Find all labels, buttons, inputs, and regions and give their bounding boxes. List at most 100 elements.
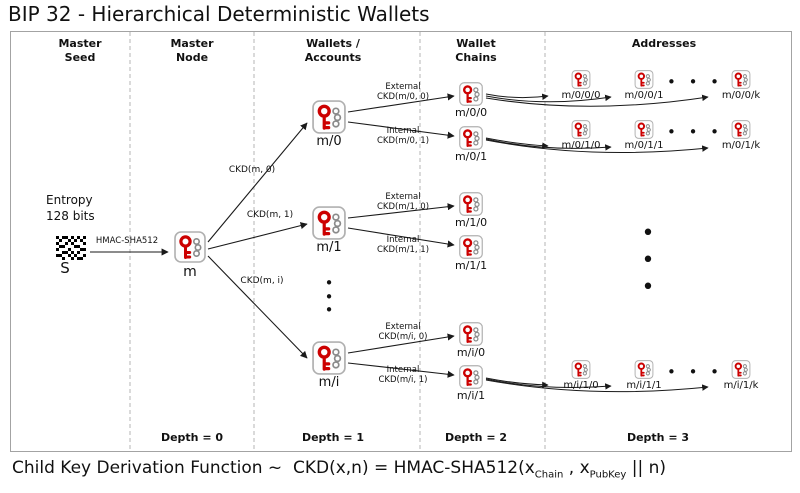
chain-edge-label-external-m0: External CKD(m/0, 0): [371, 82, 435, 102]
edge-ckd: CKD(m/1, 1): [376, 245, 430, 256]
address-node-m01k: m/0/1/k: [713, 120, 769, 152]
wallet-label: m/i: [318, 375, 340, 390]
key-icon: [458, 82, 484, 106]
address-label: m/i/1/0: [563, 380, 599, 391]
chain-label-text: m/0/1: [454, 150, 488, 163]
chain-label-text: m/0/0: [454, 106, 488, 119]
edge-type: External: [385, 322, 421, 332]
key-icon: [458, 126, 484, 150]
depth-label-3: Depth = 3: [626, 431, 690, 444]
wallet-label: m/0: [316, 134, 342, 149]
address-label: m/0/0/0: [561, 90, 601, 101]
edge-ckd: CKD(m/i, 0): [378, 332, 428, 343]
edge-type: Internal: [386, 126, 420, 136]
edge-ckd: CKD(m/i, 1): [378, 375, 428, 386]
address-label: m/0/1/0: [561, 140, 601, 151]
depth-label-0: Depth = 0: [160, 431, 224, 444]
chain-label-text: m/1/0: [454, 216, 488, 229]
key-icon: [571, 360, 591, 379]
master-node-label: m: [183, 264, 197, 280]
key-icon: [571, 120, 591, 139]
key-icon: [311, 206, 347, 240]
wallet-label: m/1: [316, 240, 342, 255]
edge-label-ckd-m-i: CKD(m, i): [240, 276, 284, 286]
edge-type: External: [385, 192, 421, 202]
edge-ckd: CKD(m/1, 0): [376, 202, 430, 213]
entropy-label: Entropy 128 bits: [46, 193, 95, 224]
address-node-m011: m/0/1/1: [616, 120, 672, 152]
depth-label-2: Depth = 2: [444, 431, 508, 444]
addresses-ellipsis-row1: • • •: [666, 73, 724, 91]
edge-type: Internal: [386, 235, 420, 245]
column-header-wallets: Wallets / Accounts: [304, 37, 362, 65]
addresses-ellipsis-row3: • • •: [666, 363, 724, 381]
address-node-m00k: m/0/0/k: [713, 70, 769, 102]
chain-edge-label-internal-m0: Internal CKD(m/0, 1): [371, 126, 435, 146]
edge-ckd: CKD(m/0, 1): [376, 136, 430, 147]
address-node-m001: m/0/0/1: [616, 70, 672, 102]
chain-label-text: m/i/0: [456, 346, 486, 359]
column-header-master-node: Master Node: [170, 37, 214, 65]
wallets-ellipsis-vertical: • • •: [324, 274, 334, 319]
address-node-m000: m/0/0/0: [553, 70, 609, 102]
key-icon: [634, 360, 654, 379]
addresses-ellipsis-row2: • • •: [666, 123, 724, 141]
formula-mid: , x: [563, 458, 590, 478]
address-label: m/0/0/1: [624, 90, 664, 101]
column-header-addresses: Addresses: [631, 37, 697, 50]
address-label: m/i/1/k: [723, 380, 759, 391]
key-icon: [731, 70, 751, 89]
address-node-m010: m/0/1/0: [553, 120, 609, 152]
master-node: m: [170, 231, 210, 280]
key-icon: [458, 192, 484, 216]
seed-symbol-label: S: [60, 259, 70, 277]
wallet-node-m1: m/1: [299, 206, 359, 256]
wallet-node-m0: m/0: [299, 100, 359, 150]
address-label: m/0/0/k: [721, 90, 761, 101]
column-header-master-seed: Master Seed: [58, 37, 102, 65]
chain-label-text: m/1/1: [454, 259, 488, 272]
hmac-sha512-label: HMAC-SHA512: [95, 236, 159, 246]
page-title: BIP 32 - Hierarchical Deterministic Wall…: [8, 2, 430, 26]
chain-node-m01: m/0/1: [443, 126, 499, 164]
edge-type: External: [385, 82, 421, 92]
address-node-mi10: m/i/1/0: [553, 360, 609, 392]
address-label: m/0/1/k: [721, 140, 761, 151]
wallet-node-mi: m/i: [299, 341, 359, 391]
key-icon: [731, 360, 751, 379]
key-icon: [458, 365, 484, 389]
chain-edge-label-external-mi: External CKD(m/i, 0): [371, 322, 435, 342]
address-label: m/0/1/1: [624, 140, 664, 151]
addresses-ellipsis-vertical: • • •: [641, 221, 655, 300]
address-node-mi11: m/i/1/1: [616, 360, 672, 392]
ckd-formula: Child Key Derivation Function ~ CKD(x,n)…: [12, 458, 666, 480]
column-header-wallet-chains: Wallet Chains: [455, 37, 497, 65]
chain-node-m00: m/0/0: [443, 82, 499, 120]
key-icon: [571, 70, 591, 89]
chain-label-text: m/i/1: [456, 389, 486, 402]
chain-node-mi1: m/i/1: [443, 365, 499, 403]
chain-node-m11: m/1/1: [443, 235, 499, 273]
depth-label-1: Depth = 1: [301, 431, 365, 444]
key-icon: [634, 70, 654, 89]
key-icon: [173, 231, 207, 263]
chain-node-mi0: m/i/0: [443, 322, 499, 360]
key-icon: [458, 235, 484, 259]
edge-label-ckd-m-1: CKD(m, 1): [246, 210, 294, 220]
edge-ckd: CKD(m/0, 0): [376, 92, 430, 103]
formula-prefix: Child Key Derivation Function ~ CKD(x,n)…: [12, 458, 535, 478]
key-icon: [731, 120, 751, 139]
formula-sub-chain: Chain: [534, 469, 564, 481]
chain-node-m10: m/1/0: [443, 192, 499, 230]
formula-sub-pubkey: PubKey: [589, 469, 627, 481]
key-icon: [458, 322, 484, 346]
key-icon: [311, 341, 347, 375]
edge-type: Internal: [386, 365, 420, 375]
formula-suffix: || n): [626, 458, 666, 478]
chain-edge-label-internal-m1: Internal CKD(m/1, 1): [371, 235, 435, 255]
chain-edge-label-external-m1: External CKD(m/1, 0): [371, 192, 435, 212]
edge-label-ckd-m-0: CKD(m, 0): [228, 165, 276, 175]
key-icon: [311, 100, 347, 134]
key-icon: [634, 120, 654, 139]
